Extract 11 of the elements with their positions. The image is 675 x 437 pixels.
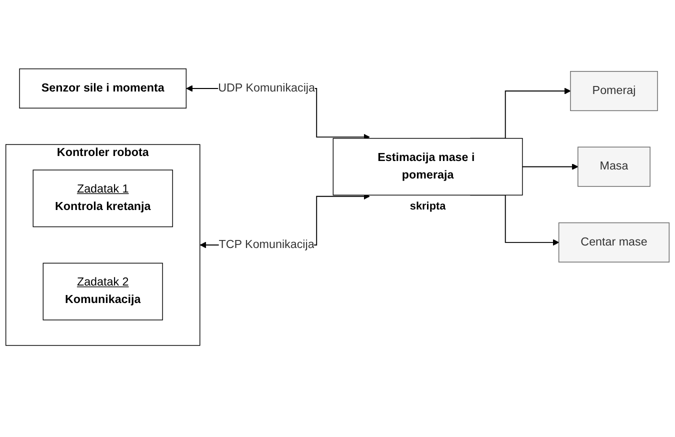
- node-box: Zadatak 2 Komunikacija: [42, 263, 163, 321]
- node-box: Estimacija mase i pomeraja: [332, 138, 523, 196]
- edge-label: TCP Komunikacija: [218, 238, 314, 252]
- node-box: Zadatak 1 Kontrola kretanja: [32, 170, 173, 228]
- caption-text: skripta: [410, 201, 446, 214]
- node-box: Senzor sile i momenta: [19, 68, 187, 109]
- node-box: Pomeraj: [570, 71, 658, 112]
- node-box: Masa: [578, 147, 650, 188]
- node-box: Centar mase: [558, 222, 670, 263]
- edge-label: UDP Komunikacija: [218, 82, 315, 95]
- arrow: [522, 164, 578, 170]
